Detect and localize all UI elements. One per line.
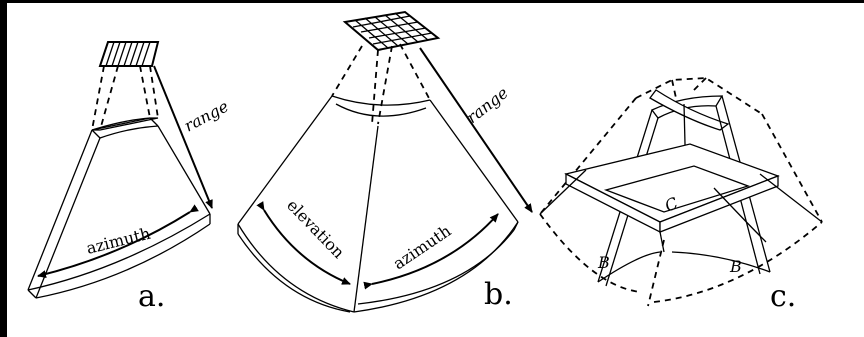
azimuth-label-b: azimuth — [390, 221, 455, 273]
panel-a: range azimuth a. — [28, 42, 232, 314]
matrix-array-transducer — [345, 12, 438, 50]
panel-b: range elevation azimuth b. — [238, 12, 532, 312]
azimuth-label-a: azimuth — [84, 224, 152, 258]
range-label-a: range — [181, 97, 232, 136]
section-label-b-right: B — [729, 257, 742, 276]
panel-letter-b: b. — [484, 277, 513, 312]
range-arrow-a — [154, 66, 212, 208]
horizontal-slab-c — [540, 144, 822, 232]
panel-letter-a: a. — [138, 279, 165, 314]
range-arrow-b — [420, 48, 532, 212]
range-label-b: range — [463, 83, 512, 127]
section-label-b-left: B — [597, 253, 610, 272]
linear-array-transducer — [100, 42, 158, 66]
elevation-label-b: elevation — [283, 196, 348, 263]
panel-c: B B C c. — [540, 78, 822, 314]
panel-letter-c: c. — [770, 279, 796, 314]
